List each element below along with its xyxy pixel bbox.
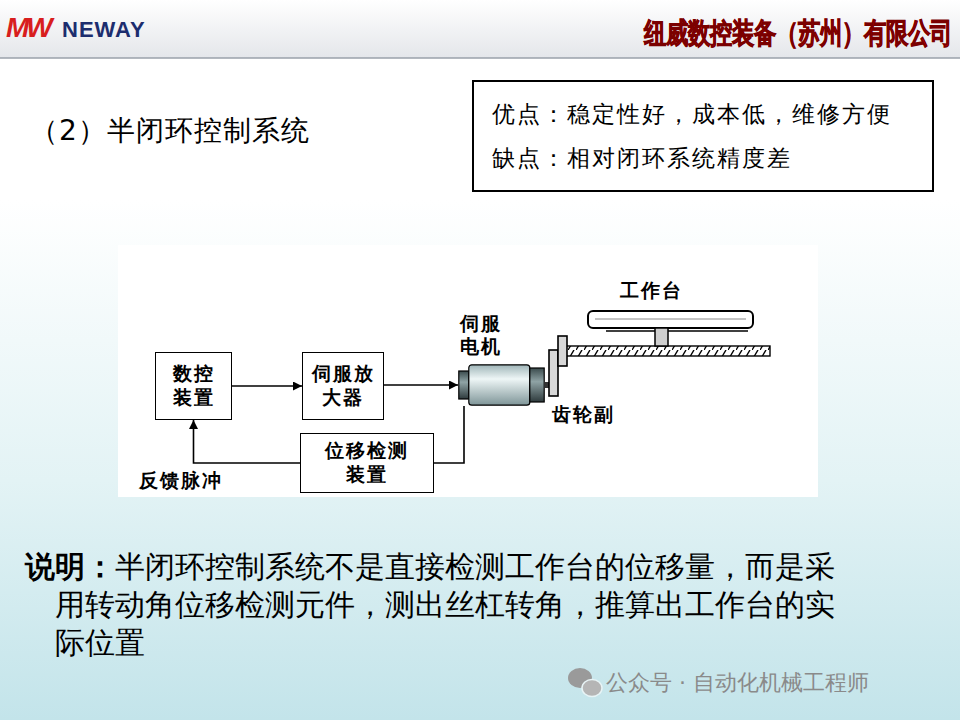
process-box: 伺服放大器 [302,352,384,420]
box-label: 伺服放大器 [309,362,377,410]
motor-body [458,364,545,406]
box-label: 位移检测装置 [323,439,411,487]
note-text: 优点：稳定性好，成本低，维修方便 [492,92,914,136]
slide-title: （2）半闭环控制系统 [30,112,310,150]
signal-line [434,406,464,463]
gear [558,336,567,366]
worktable-slide [606,330,748,332]
logo-text: NEWAY [62,17,146,43]
process-box: 数控装置 [155,352,232,420]
signal-line [384,384,458,386]
watermark: 公众号 · 自动化机械工程师 [606,668,869,698]
logo-mark: MW [6,12,50,44]
part-label: 工作台 [620,278,683,304]
signal-line [232,385,302,387]
process-box: 位移检测装置 [300,433,434,493]
signal-line [194,420,301,463]
note-heading: 说明： [25,549,115,584]
diagram-panel [118,245,818,497]
note-text: 半闭环控制系统不是直接检测工作台的位移量，而是采用转动角位移检测元件，测出丝杠转… [55,549,835,660]
box-label: 数控装置 [171,362,217,410]
worktable-edge [595,319,746,320]
note-text: 缺点：相对闭环系统精度差 [492,136,914,180]
servo-motor: 伺服电机 [458,364,545,406]
screw-nut [655,328,668,346]
lead-screw [566,346,770,356]
worktable [588,311,753,328]
wechat-icon [568,668,602,697]
motor-label: 伺服电机 [460,312,506,358]
note-box: 优点：稳定性好，成本低，维修方便缺点：相对闭环系统精度差 [472,80,934,192]
part-label: 齿轮副 [552,402,615,428]
header-rule [0,57,960,59]
explanation: 说明：半闭环控制系统不是直接检测工作台的位移量，而是采用转动角位移检测元件，测出… [25,548,860,662]
signal-label: 反馈脉冲 [139,468,223,494]
header-bar [0,0,960,58]
gear [549,350,558,396]
company-name: 纽威数控装备（苏州）有限公司 [600,14,952,53]
